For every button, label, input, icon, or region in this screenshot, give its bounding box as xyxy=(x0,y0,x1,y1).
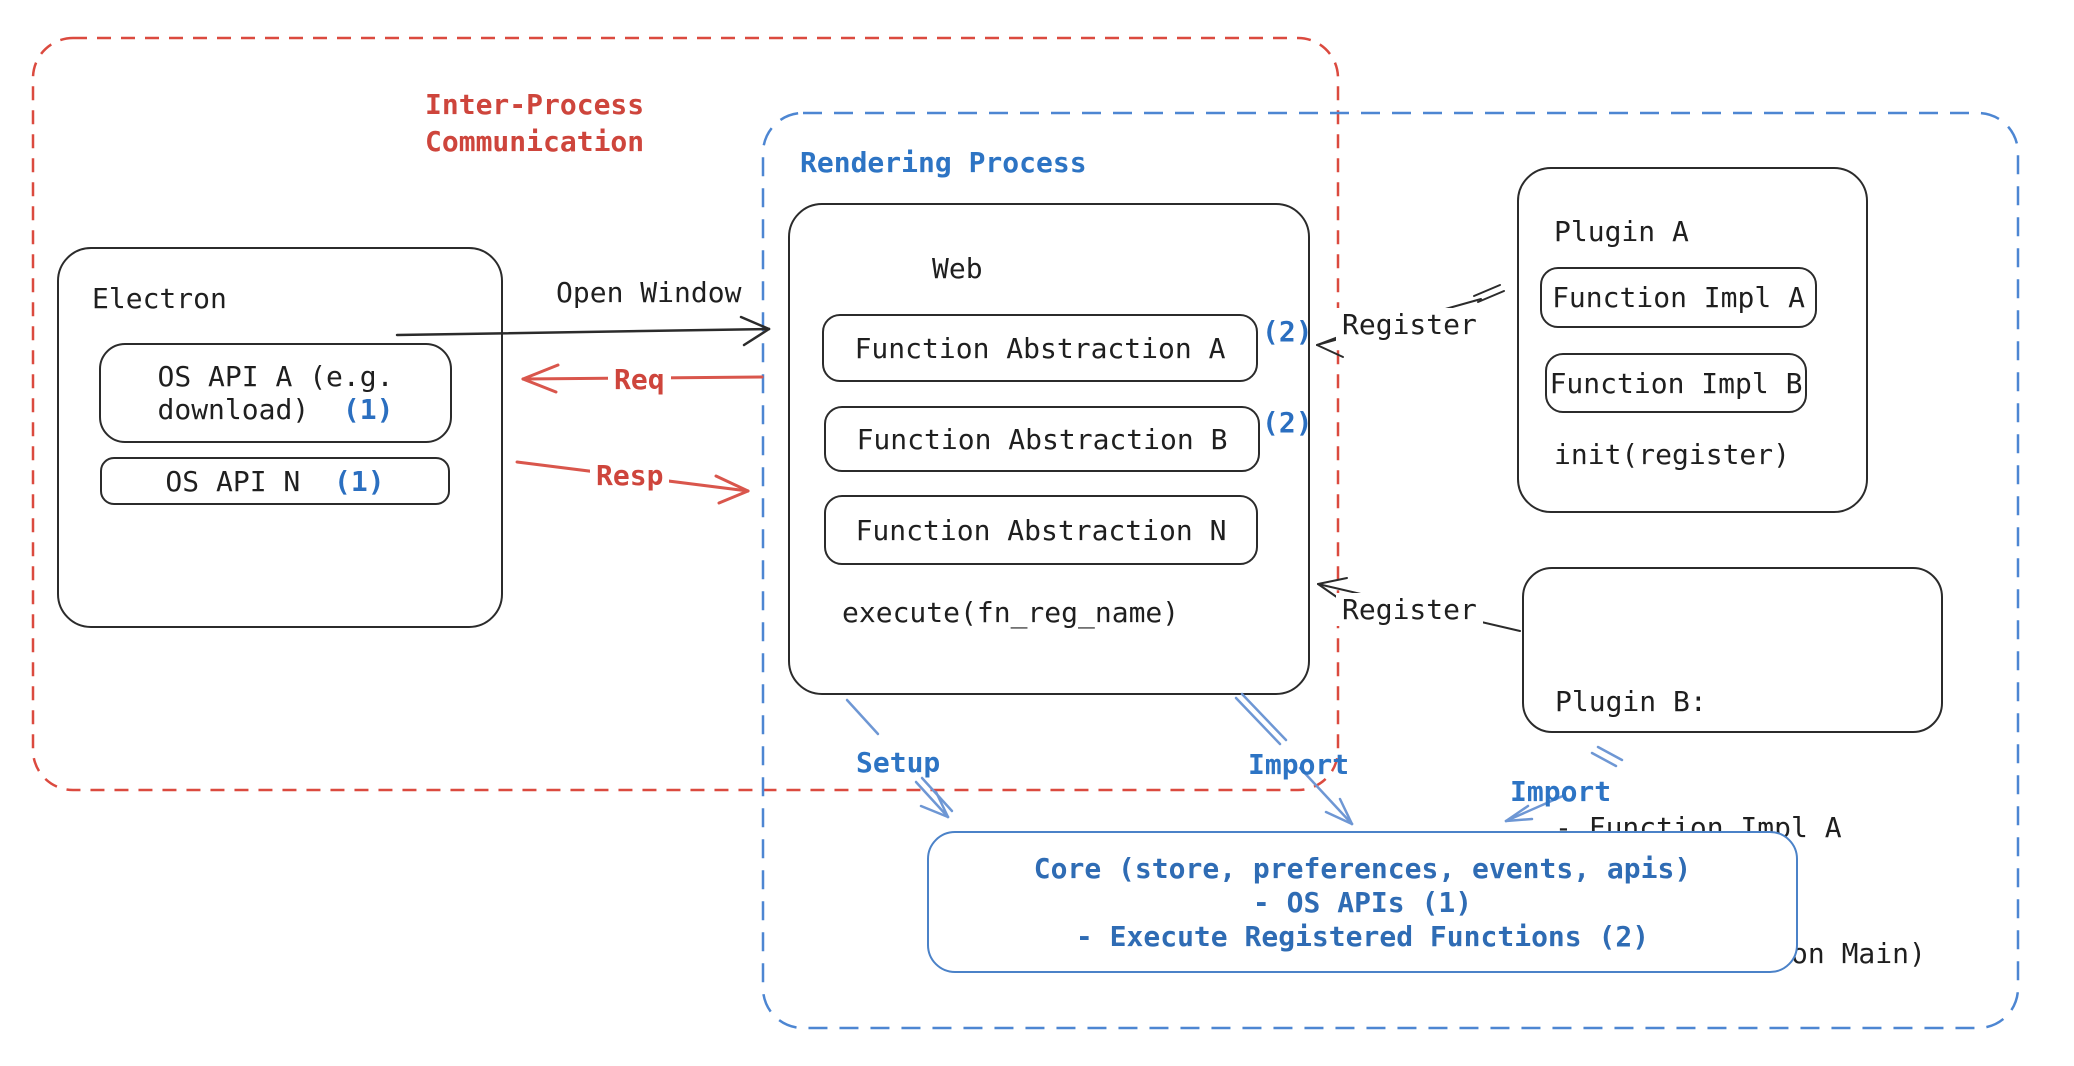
function-abstraction-a-box: Function Abstraction A xyxy=(822,314,1258,382)
os-api-a-box: OS API A (e.g.download) (1) xyxy=(99,343,452,443)
import-web-label: Import xyxy=(1248,748,1350,781)
os-api-a-label: OS API A (e.g.download) (1) xyxy=(157,360,394,426)
plugin-b-title: Plugin B: xyxy=(1555,685,1707,718)
function-abstraction-n-box: Function Abstraction N xyxy=(824,495,1258,565)
register-bottom-label: Register xyxy=(1336,593,1483,626)
core-item-2: - Execute Registered Functions (2) xyxy=(1075,920,1650,953)
core-box: Core (store, preferences, events, apis) … xyxy=(927,831,1798,973)
os-api-n-box: OS API N (1) xyxy=(100,457,450,505)
req-label: Req xyxy=(608,363,671,396)
core-item-1: - OS APIs (1) xyxy=(1252,886,1473,919)
function-abstraction-a-badge: (2) xyxy=(1262,315,1313,348)
os-api-n-badge: (1) xyxy=(334,464,385,498)
plugin-b-box: Plugin B: - Function Impl A - Module (ru… xyxy=(1522,567,1943,970)
plugin-a-box: Plugin A Function Impl A Function Impl B… xyxy=(1517,167,1868,513)
plugin-b-text: Plugin B: - Function Impl A - Module (ru… xyxy=(1555,597,1926,1059)
function-abstraction-b-box: Function Abstraction B xyxy=(824,406,1260,472)
function-impl-b-box: Function Impl B xyxy=(1545,353,1807,413)
web-title: Web xyxy=(932,252,983,285)
execute-label: execute(fn_reg_name) xyxy=(842,596,1180,629)
open-window-label: Open Window xyxy=(556,276,742,309)
os-api-n-label: OS API N (1) xyxy=(165,464,385,498)
resp-label: Resp xyxy=(590,459,670,492)
electron-title: Electron xyxy=(92,282,227,315)
import-plugin-label: Import xyxy=(1510,775,1612,808)
register-top-label: Register xyxy=(1336,308,1483,341)
rendering-region-title: Rendering Process xyxy=(800,146,1087,179)
plugin-a-init-label: init(register) xyxy=(1554,438,1791,471)
web-box: Web Function Abstraction A Function Abst… xyxy=(788,203,1310,695)
function-impl-a-box: Function Impl A xyxy=(1540,267,1817,328)
core-title: Core (store, preferences, events, apis) xyxy=(1033,852,1692,885)
os-api-a-badge: (1) xyxy=(342,393,394,426)
function-abstraction-b-badge: (2) xyxy=(1262,406,1313,439)
plugin-a-title: Plugin A xyxy=(1554,215,1689,248)
electron-box: Electron OS API A (e.g.download) (1) OS … xyxy=(57,247,503,628)
setup-label: Setup xyxy=(856,746,941,779)
